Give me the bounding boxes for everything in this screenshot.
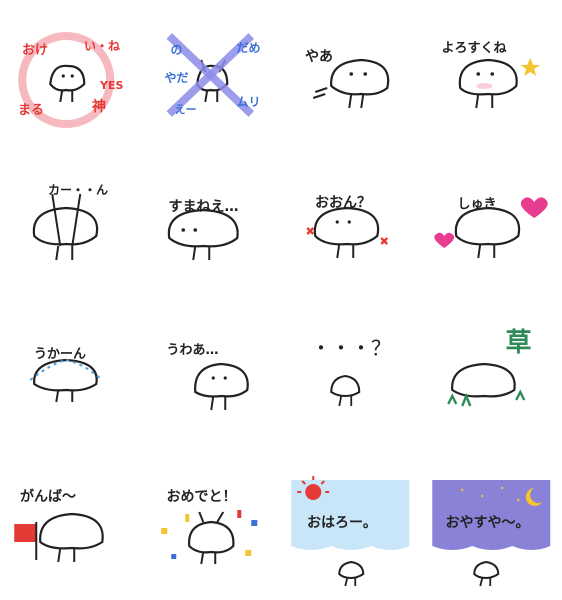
sticker-ganba-text: がんば～ — [20, 489, 76, 505]
sticker-oon[interactable]: おおん？ — [281, 150, 422, 300]
sticker-kusa-text: 草 — [505, 328, 532, 358]
sticker-ukaan-art — [29, 358, 103, 403]
sticker-yoroshiku-text: よろすくね — [441, 41, 507, 56]
sticker-suki-text: しゅき — [457, 197, 497, 212]
sticker-yoroshiku-art — [458, 58, 540, 109]
tag-iine: い・ね — [84, 39, 121, 53]
tag-dame: だめ — [236, 41, 261, 55]
tag-yada: やだ — [164, 71, 189, 85]
sticker-oyasumi-art — [431, 480, 550, 587]
sticker-kaa[interactable]: カー・・ん — [0, 150, 141, 300]
tag-muri: ムリ — [236, 95, 261, 109]
sticker-yoroshiku[interactable]: よろすくね — [422, 0, 562, 150]
sticker-sumanee[interactable]: すまねえ… — [141, 150, 282, 300]
sticker-omedeto-text: おめでと！ — [166, 489, 237, 505]
sticker-sumanee-text: すまねえ… — [168, 199, 239, 215]
sticker-suki-art — [433, 197, 548, 259]
sticker-ukaan[interactable]: うかーん — [0, 300, 141, 450]
sticker-kaa-text: カー・・ん — [48, 183, 109, 197]
sticker-ohayo-text: おはろー。 — [307, 515, 377, 531]
sticker-oyasumi-text: おやすや～。 — [445, 515, 530, 531]
sticker-uwaa[interactable]: うわあ… — [141, 300, 282, 450]
sticker-kusa-art — [446, 362, 525, 407]
tag-oke: おけ — [22, 43, 49, 58]
sticker-no[interactable]: の だめ やだ えー ムリ — [141, 0, 282, 150]
sticker-uwaa-text: うわあ… — [166, 343, 219, 358]
sticker-ohayo[interactable]: おはろー。 — [281, 450, 422, 600]
sticker-question-art — [330, 374, 361, 407]
sticker-omedeto-art — [160, 510, 257, 565]
sticker-ok-art — [18, 32, 115, 128]
sticker-hi-art — [312, 58, 390, 109]
tag-kami: 神 — [92, 99, 106, 115]
tag-yes: YES — [100, 79, 124, 92]
sticker-ganba-art — [14, 512, 104, 563]
sticker-ohayo-art — [291, 476, 410, 587]
tag-maru: まる — [18, 103, 45, 118]
tag-ee: えー — [174, 103, 197, 116]
tag-no: の — [170, 43, 183, 57]
sticker-kaa-art — [32, 193, 99, 261]
sticker-sumanee-art — [167, 208, 239, 261]
sticker-ganba[interactable]: がんば～ — [0, 450, 141, 600]
sticker-ok[interactable]: おけ い・ね YES まる 神 — [0, 0, 141, 150]
sticker-ukaan-text: うかーん — [34, 347, 87, 362]
sticker-oon-text: おおん？ — [315, 195, 371, 211]
sticker-uwaa-art — [193, 362, 249, 411]
sticker-no-art — [165, 33, 254, 117]
sticker-omedeto[interactable]: おめでと！ — [141, 450, 282, 600]
sticker-oon-art — [306, 206, 389, 259]
sticker-kusa[interactable]: 草 — [422, 300, 562, 450]
sticker-hi-text: やあ — [305, 49, 333, 65]
sticker-question-text: ・・・？ — [311, 336, 391, 360]
sticker-oyasumi[interactable]: おやすや～。 — [422, 450, 562, 600]
sticker-question[interactable]: ・・・？ — [281, 300, 422, 450]
sticker-suki[interactable]: しゅき — [422, 150, 562, 300]
sticker-hi[interactable]: やあ — [281, 0, 422, 150]
